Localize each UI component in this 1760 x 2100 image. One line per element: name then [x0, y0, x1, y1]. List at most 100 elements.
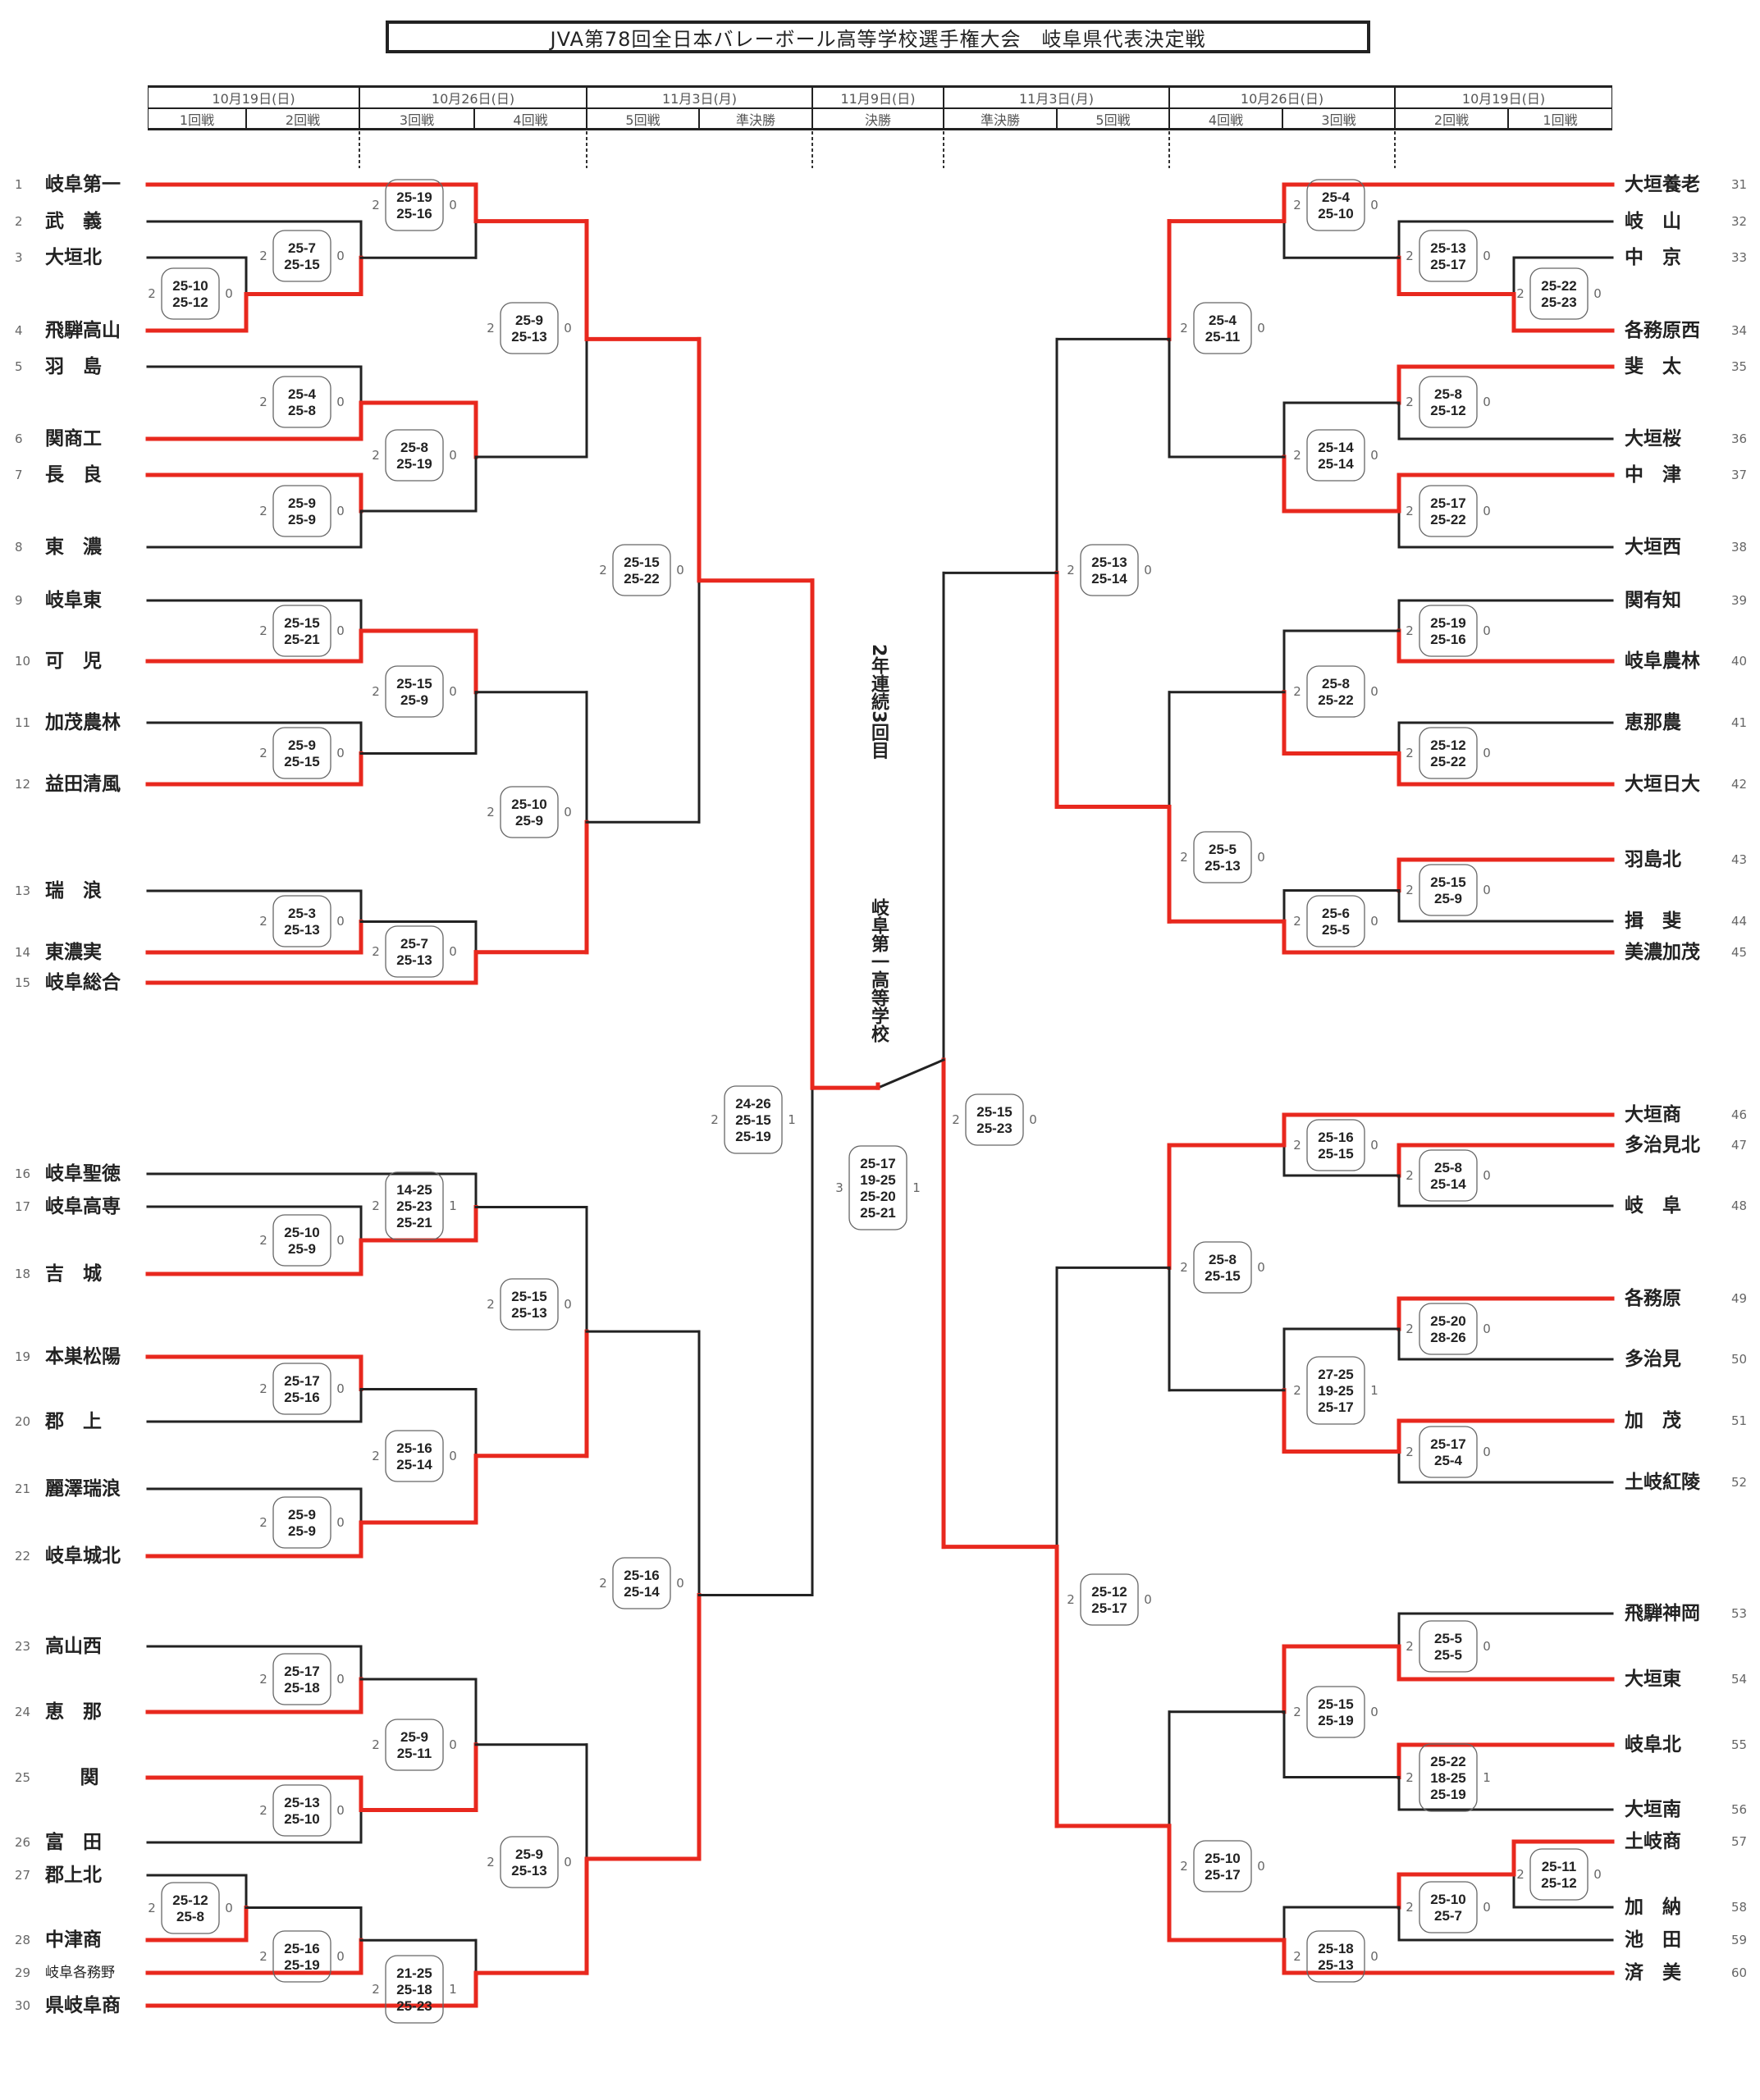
seed-number: 23: [15, 1639, 31, 1654]
set-score: 25-22: [1318, 692, 1353, 708]
sets-won: 2: [372, 1982, 380, 1997]
score-bracket: [1419, 1303, 1478, 1355]
sets-lost: 0: [1370, 914, 1378, 929]
set-score: 25-9: [288, 1523, 316, 1539]
team-name: 加茂農林: [45, 712, 121, 733]
team-name: 大垣北: [45, 247, 102, 268]
set-score: 25-21: [860, 1205, 895, 1221]
set-score: 25-13: [396, 952, 432, 968]
sets-lost: 0: [1257, 1260, 1265, 1275]
team-name: 大垣日大: [1625, 774, 1700, 795]
sets-lost: 0: [336, 395, 345, 409]
set-score: 25-19: [1430, 1787, 1465, 1802]
set-score: 25-22: [1430, 754, 1465, 769]
team-name: 大垣西: [1625, 536, 1681, 558]
sets-won: 2: [1293, 198, 1301, 212]
team-name: 加 茂: [1625, 1410, 1681, 1431]
set-score: 25-10: [284, 1811, 319, 1827]
seed-number: 33: [1731, 250, 1748, 265]
sets-won: 2: [487, 1297, 495, 1312]
sets-lost: 0: [1257, 1859, 1265, 1874]
sets-won: 2: [1406, 1770, 1414, 1785]
sets-lost: 0: [676, 1576, 684, 1591]
set-score: 25-8: [1322, 676, 1350, 692]
score-bracket: [385, 1719, 444, 1771]
set-score: 25-10: [284, 1225, 319, 1240]
sets-lost: 0: [1483, 1322, 1491, 1336]
sets-lost: 0: [1370, 448, 1378, 463]
set-score: 25-15: [624, 555, 659, 570]
sets-won: 2: [1406, 504, 1414, 518]
team-name: 中 津: [1625, 464, 1681, 486]
set-score: 25-9: [288, 512, 316, 527]
team-name: 麗澤瑞浪: [45, 1478, 121, 1500]
set-score: 25-13: [1205, 858, 1240, 874]
set-score: 25-9: [515, 1847, 543, 1862]
sets-won: 2: [259, 395, 267, 409]
seed-number: 9: [15, 593, 23, 608]
team-name: 土岐商: [1625, 1831, 1681, 1852]
sets-lost: 0: [1029, 1112, 1037, 1127]
header-round4-right: 4回戦: [1169, 108, 1282, 130]
sets-won: 2: [372, 1198, 380, 1213]
set-score: 25-5: [1209, 842, 1237, 857]
sets-lost: 0: [1483, 1900, 1491, 1915]
seed-number: 47: [1731, 1138, 1748, 1153]
sets-lost: 0: [1483, 1639, 1491, 1654]
set-score: 25-4: [1322, 189, 1351, 205]
team-name: 瑞 浪: [45, 880, 102, 902]
sets-won: 2: [1406, 883, 1414, 897]
team-name: 岐 山: [1625, 211, 1681, 232]
seed-number: 50: [1731, 1352, 1748, 1367]
sets-lost: 0: [1370, 684, 1378, 699]
sets-won: 2: [487, 1855, 495, 1869]
seed-number: 28: [15, 1933, 31, 1947]
set-score: 21-25: [396, 1965, 432, 1981]
score-bracket: [1306, 665, 1365, 718]
seed-number: 2: [15, 214, 23, 229]
sets-won: 2: [1406, 746, 1414, 760]
set-score: 25-8: [1209, 1252, 1237, 1267]
team-name: 揖 斐: [1625, 911, 1681, 932]
set-score: 25-11: [1205, 329, 1241, 345]
sets-won: 2: [259, 1381, 267, 1396]
sets-lost: 0: [564, 1855, 572, 1869]
seed-number: 8: [15, 540, 23, 555]
score-bracket: [1306, 1686, 1365, 1738]
set-score: 25-19: [735, 1129, 770, 1144]
sets-lost: 0: [449, 448, 457, 463]
set-score: 25-12: [1541, 1875, 1576, 1891]
sets-won: 2: [1406, 623, 1414, 638]
set-score: 25-9: [288, 737, 316, 753]
team-name: 岐阜北: [1625, 1734, 1681, 1755]
seed-number: 6: [15, 431, 23, 446]
seed-number: 13: [15, 883, 31, 898]
sets-lost: 1: [449, 1982, 457, 1997]
team-name: 多治見北: [1625, 1134, 1700, 1156]
set-score: 25-22: [1430, 512, 1465, 527]
sets-lost: 1: [449, 1198, 457, 1213]
team-name: 恵那農: [1625, 712, 1681, 733]
team-name: 可 児: [45, 651, 102, 672]
set-score: 25-9: [1434, 891, 1462, 906]
team-name: 益田清風: [45, 774, 121, 795]
set-score: 25-13: [1091, 555, 1127, 570]
sets-lost: 0: [1257, 321, 1265, 336]
seed-number: 24: [15, 1705, 31, 1719]
sets-lost: 0: [1483, 395, 1491, 409]
seed-number: 39: [1731, 593, 1748, 608]
team-name: 吉 城: [45, 1263, 102, 1285]
score-bracket: [500, 786, 559, 838]
seed-number: 12: [15, 777, 31, 792]
